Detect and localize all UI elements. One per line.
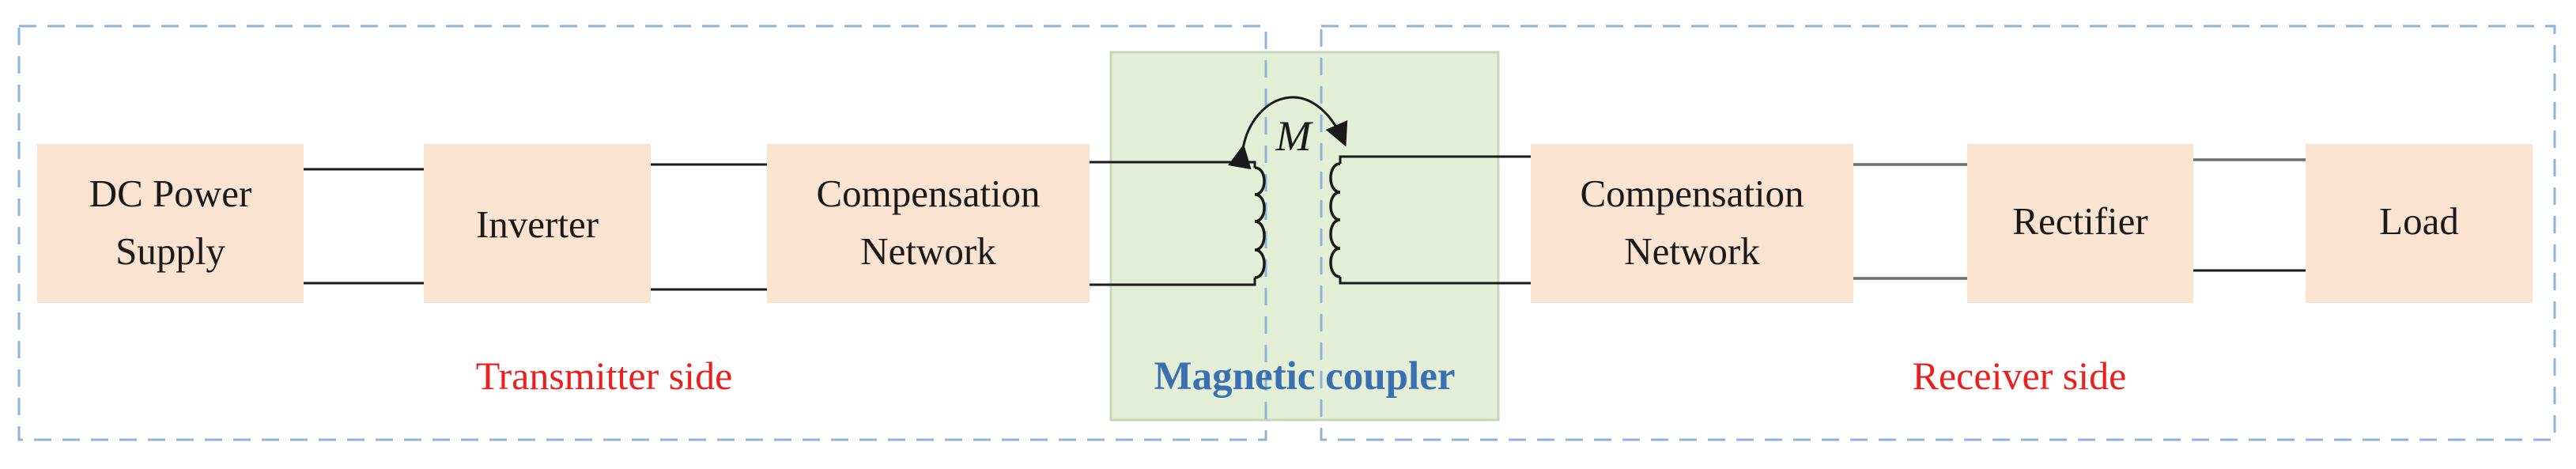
dc-power-supply-label-line1: DC Power (89, 172, 252, 215)
rectifier-label: Rectifier (2012, 199, 2147, 243)
tx-compensation-label-line2: Network (860, 229, 996, 273)
secondary-coil (1329, 162, 1341, 278)
svg-text:Network: Network (860, 229, 996, 273)
receiver-side-label: Receiver side (1913, 354, 2127, 398)
load-block: Load (2306, 144, 2533, 303)
svg-text:Supply: Supply (115, 229, 225, 273)
rx-compensation-network-block: Compensation Network (1531, 144, 1853, 303)
mutual-inductance-label: M (1275, 112, 1314, 160)
magnetic-coupler-label: Magnetic coupler (1154, 354, 1456, 399)
rx-compensation-label-line1: Compensation (1580, 172, 1804, 215)
primary-coil (1254, 166, 1266, 279)
transmitter-side-label: Transmitter side (476, 354, 733, 398)
rx-compensation-label-line2: Network (1624, 229, 1760, 273)
dc-power-supply-block: DC Power Supply (37, 144, 304, 303)
svg-text:Compensation: Compensation (816, 172, 1040, 215)
receiver-side-boundary (1320, 25, 2556, 441)
svg-text:DC Power: DC Power (89, 172, 252, 215)
svg-text:Network: Network (1624, 229, 1760, 273)
svg-text:Compensation: Compensation (1580, 172, 1804, 215)
dc-power-supply-label-line2: Supply (115, 229, 225, 273)
inverter-block: Inverter (424, 144, 651, 303)
mutual-inductance-arrow (1228, 96, 1348, 170)
inverter-label: Inverter (476, 202, 599, 246)
transmitter-side-boundary (17, 25, 1267, 441)
load-label: Load (2379, 199, 2459, 243)
rectifier-block: Rectifier (1967, 144, 2193, 303)
tx-compensation-label-line1: Compensation (816, 172, 1040, 215)
magnetic-coupler-region (1109, 51, 1500, 422)
tx-compensation-network-block: Compensation Network (767, 144, 1090, 303)
wire-primary-coil-bottom (1090, 278, 1256, 286)
wire-secondary-coil-bottom (1339, 277, 1531, 285)
